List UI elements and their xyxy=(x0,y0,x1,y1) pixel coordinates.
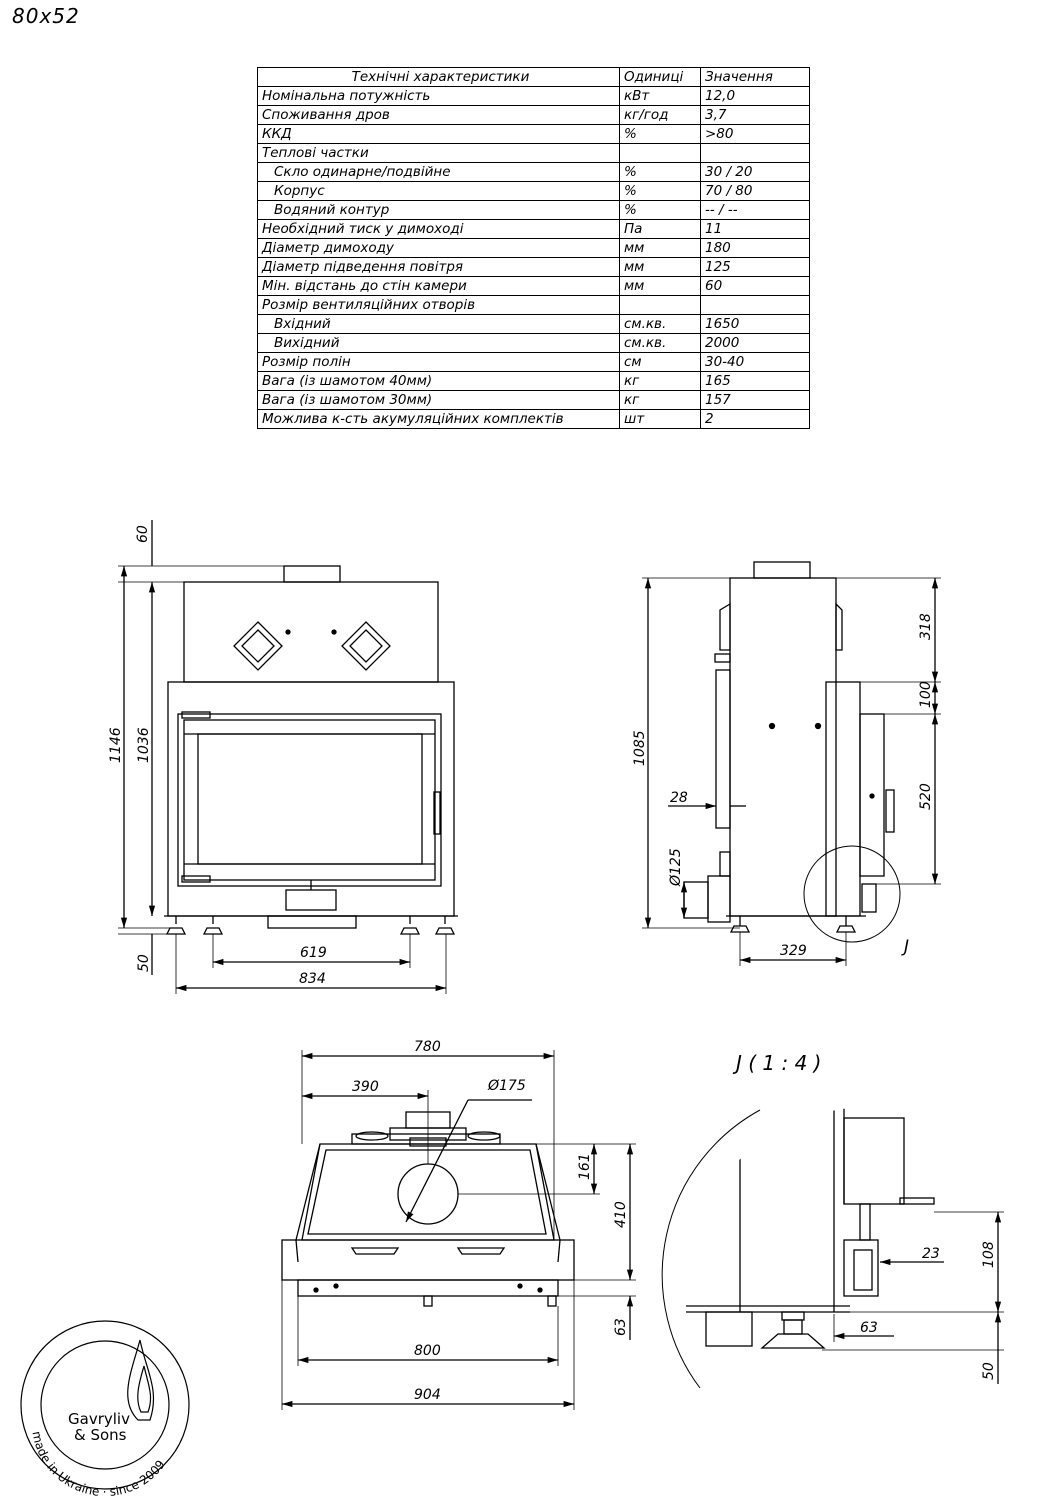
front-dim-834: 834 xyxy=(299,971,326,987)
top-dim-410: 410 xyxy=(613,1201,629,1228)
spec-cell-unit: шт xyxy=(619,409,701,429)
top-dim-780: 780 xyxy=(414,1039,441,1055)
spec-cell-value: 30-40 xyxy=(700,352,810,372)
front-feet xyxy=(165,916,456,935)
front-dim-60: 60 xyxy=(135,525,151,543)
logo xyxy=(20,1320,190,1490)
side-body xyxy=(729,577,837,917)
spec-cell-name: Вихідний xyxy=(257,333,620,353)
model-label: 80x52 xyxy=(12,4,80,28)
detail-j-callout xyxy=(803,845,901,943)
front-door-handle xyxy=(433,791,441,835)
spec-cell-value: >80 xyxy=(700,124,810,144)
detail-dim-63: 63 xyxy=(860,1320,878,1336)
spec-cell-unit: см xyxy=(619,352,701,372)
top-flue-opening xyxy=(397,1163,459,1225)
top-dim-161: 161 xyxy=(577,1153,593,1180)
side-flue-collar xyxy=(753,561,811,579)
front-glass xyxy=(197,733,423,865)
front-flue-collar xyxy=(283,565,341,583)
side-door-profile xyxy=(715,669,731,829)
spec-cell-value: 125 xyxy=(700,257,810,277)
spec-row: Скло одинарне/подвійне%30 / 20 xyxy=(257,162,810,182)
front-air-regulator xyxy=(285,889,337,911)
detail-dim-23: 23 xyxy=(922,1246,940,1262)
spec-cell-name: Вага (із шамотом 40мм) xyxy=(257,371,620,391)
side-rear-panel xyxy=(825,681,861,917)
top-dim-904: 904 xyxy=(414,1387,441,1403)
spec-table-header: Технічні характеристики Одиниці Значення xyxy=(257,67,810,87)
spec-cell-name: Номінальна потужність xyxy=(257,86,620,106)
top-base-frame xyxy=(281,1239,575,1281)
spec-cell-unit: кВт xyxy=(619,86,701,106)
side-view xyxy=(642,561,941,966)
detail-bracket xyxy=(843,1239,879,1297)
spec-cell-value: 2 xyxy=(700,409,810,429)
spec-row: Корпус%70 / 80 xyxy=(257,181,810,201)
front-air-vent-left xyxy=(233,621,283,671)
front-dim-1036: 1036 xyxy=(136,727,152,763)
front-top-hood xyxy=(183,581,439,683)
side-dim-d125: Ø125 xyxy=(668,848,684,887)
spec-cell-value: 30 / 20 xyxy=(700,162,810,182)
front-dim-50: 50 xyxy=(136,954,152,972)
front-door-frame xyxy=(177,713,442,887)
top-dim-d175: Ø175 xyxy=(487,1078,526,1094)
side-handle xyxy=(885,789,895,833)
side-dim-329: 329 xyxy=(780,943,807,959)
detail-dim-50: 50 xyxy=(981,1362,997,1380)
spec-cell-value: 180 xyxy=(700,238,810,258)
logo-brand-line1: Gavryliv xyxy=(68,1410,130,1428)
detail-j-mark: J xyxy=(901,937,909,957)
side-dim-1085: 1085 xyxy=(632,730,648,766)
front-view xyxy=(118,520,458,994)
spec-cell-unit: кг xyxy=(619,390,701,410)
side-air-inlet xyxy=(707,875,731,923)
top-dim-63: 63 xyxy=(613,1318,629,1336)
spec-cell-value: -- / -- xyxy=(700,200,810,220)
detail-foot xyxy=(760,1333,826,1349)
top-dim-390: 390 xyxy=(352,1079,379,1095)
front-dim-1146: 1146 xyxy=(108,727,124,763)
flame-icon xyxy=(127,1339,154,1421)
logo-brand-line2: & Sons xyxy=(74,1426,127,1444)
front-dim-619: 619 xyxy=(300,945,327,961)
spec-cell-unit: мм xyxy=(619,238,701,258)
spec-table: Технічні характеристики Одиниці Значення… xyxy=(257,67,810,429)
front-air-vent-right xyxy=(341,621,391,671)
top-view xyxy=(281,1050,636,1410)
spec-cell-unit: мм xyxy=(619,276,701,296)
detail-title: J ( 1 : 4 ) xyxy=(732,1051,821,1075)
side-dim-100: 100 xyxy=(918,681,934,708)
spec-cell-name: Скло одинарне/подвійне xyxy=(257,162,620,182)
side-dim-28: 28 xyxy=(670,790,688,806)
top-dim-800: 800 xyxy=(414,1343,441,1359)
detail-dim-108: 108 xyxy=(981,1241,997,1268)
detail-j-view xyxy=(661,1107,1004,1389)
spec-cell-value: 70 / 80 xyxy=(700,181,810,201)
spec-cell-value: 1650 xyxy=(700,314,810,334)
side-dim-520: 520 xyxy=(918,783,934,810)
spec-cell-name: Можлива к-сть акумуляційних комплектів xyxy=(257,409,620,429)
spec-cell-name: Споживання дров xyxy=(257,105,620,125)
side-dim-318: 318 xyxy=(918,613,934,640)
